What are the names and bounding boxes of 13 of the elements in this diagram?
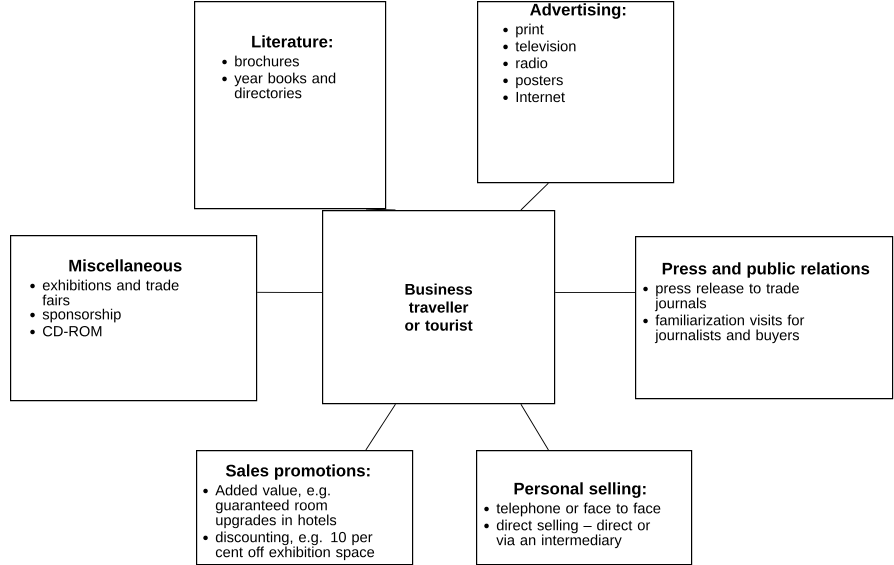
text-box: Advertising: print television radio posters Internet [477, 1, 674, 184]
text-box: Business traveller or tourist [322, 210, 556, 404]
text-box: Press and public relations press release to trade journals familiarization visits for journalists and buyers [635, 236, 894, 400]
connector-line [365, 404, 396, 450]
text-box: Miscellaneous exhibitions and trade fairs sponsorship CD-ROM [10, 235, 258, 402]
text-box: Personal selling: telephone or face to face direct selling – direct or via an intermediary [476, 450, 692, 565]
connector-line [520, 404, 549, 450]
connector-line [366, 208, 396, 210]
connector-line [554, 292, 636, 293]
text-box: Literature: brochures year books and directories [194, 1, 386, 210]
connector-line [520, 182, 549, 210]
text-box: Sales promotions: Added value, e.g. guaranteed room upgrades in hotels discounting, e.g. 10 per cent off exhibition space [196, 450, 414, 565]
connector-line [256, 292, 322, 293]
